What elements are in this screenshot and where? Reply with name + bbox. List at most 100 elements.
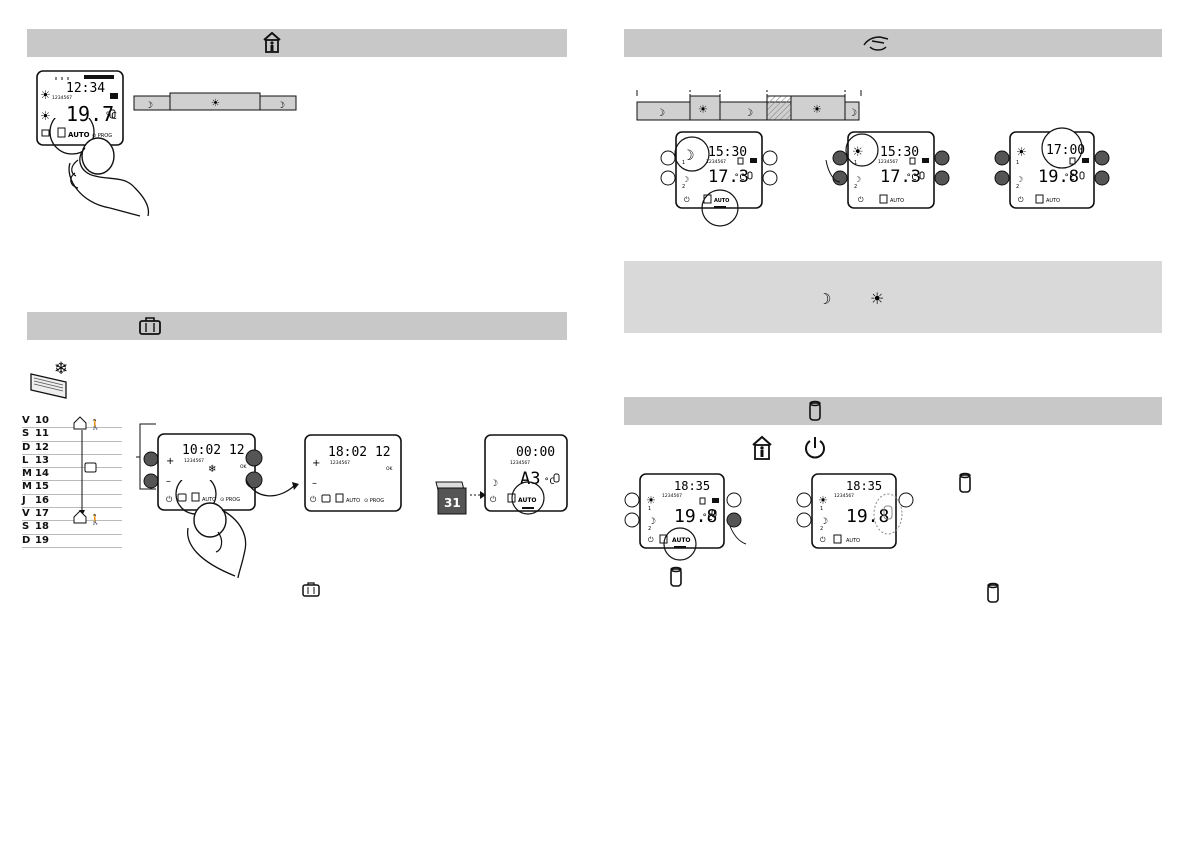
sun-icon: ☀ xyxy=(1016,145,1027,159)
svg-text:15:30: 15:30 xyxy=(708,145,747,160)
svg-text:⏻: ⏻ xyxy=(858,196,864,204)
svg-text:18:35: 18:35 xyxy=(846,479,882,493)
suitcase-icon xyxy=(302,582,320,597)
svg-text:1: 1 xyxy=(682,160,685,166)
manual-schedule-bar: ☽ ☀ ☽ ☀ ☽ xyxy=(636,90,862,121)
svg-text:⊙ PROG: ⊙ PROG xyxy=(364,498,384,504)
svg-text:31: 31 xyxy=(444,496,461,510)
svg-text:OK: OK xyxy=(386,466,394,472)
thermostat-display-manual-1: ☽ 15:30 1234567 17.3 °C ☽ 1 2 ⏻ AUTO xyxy=(660,131,778,227)
sun-icon: ☀ xyxy=(40,109,51,123)
mode-icons-row xyxy=(752,435,825,460)
person-returning-icon: 🚶 xyxy=(89,513,101,526)
moon-icon: ☽ xyxy=(490,479,498,489)
svg-text:17:00: 17:00 xyxy=(1046,143,1085,158)
svg-text:OK: OK xyxy=(240,464,248,470)
moon-icon: ☽ xyxy=(854,175,861,184)
svg-text:1234567: 1234567 xyxy=(878,159,898,165)
hand-turning-knob-illustration xyxy=(49,118,150,217)
thermostat-display-absence-1: 10:02 12 1234567 + – ❄ OK ⏻ AUTO ⊙ PROG xyxy=(143,433,263,511)
window-detector-icon xyxy=(987,582,999,603)
moon-icon: ☽ xyxy=(848,108,857,119)
svg-text:1234567: 1234567 xyxy=(510,460,530,466)
svg-text:⏻: ⏻ xyxy=(490,495,497,504)
calendar-day-icon: 31 xyxy=(435,481,467,515)
thermostat-display-window-2: 18:35 1234567 ☀ 1 ☽ 2 19.8 ⏻ AUTO xyxy=(796,473,914,549)
svg-text:17.3: 17.3 xyxy=(708,167,749,187)
svg-text:–: – xyxy=(312,478,317,489)
svg-text:19.8: 19.8 xyxy=(1038,167,1079,187)
svg-text:19.8: 19.8 xyxy=(674,506,717,527)
plus-button xyxy=(143,451,159,467)
svg-text:1234567: 1234567 xyxy=(834,493,854,499)
window-detector-icon xyxy=(959,472,971,493)
temperature-readout: 19.7 xyxy=(66,102,114,126)
note-box: ☽ ☀ xyxy=(624,261,1162,333)
svg-text:+: + xyxy=(312,458,320,469)
svg-text:1234567: 1234567 xyxy=(330,460,350,466)
thermostat-display-absence-3: 00:00 1234567 ☽ A3 °C ⏻ AUTO xyxy=(484,434,568,515)
svg-text:1234567: 1234567 xyxy=(662,493,682,499)
absence-period-overlay: 🚶 🚶 xyxy=(73,416,101,526)
arrow-right-icon xyxy=(470,491,486,499)
moon-icon: ☽ xyxy=(744,108,753,119)
moon-icon: ☽ xyxy=(818,290,831,308)
moon-icon: ☽ xyxy=(656,108,665,119)
svg-text:°C: °C xyxy=(544,477,555,487)
suitcase-icon xyxy=(139,317,161,335)
svg-text:°C: °C xyxy=(105,111,117,122)
svg-text:AUTO: AUTO xyxy=(846,538,860,544)
svg-text:AUTO: AUTO xyxy=(714,198,729,204)
svg-text:2: 2 xyxy=(682,184,685,190)
svg-text:⊙ PROG: ⊙ PROG xyxy=(92,133,112,139)
svg-text:AUTO: AUTO xyxy=(1046,198,1060,204)
svg-text:+: + xyxy=(166,456,174,467)
hand-icon xyxy=(863,36,889,51)
comfort-schedule-bar: ☽ ☀ ☽ xyxy=(133,92,297,111)
svg-text:⏻: ⏻ xyxy=(1018,196,1024,204)
svg-text:AUTO: AUTO xyxy=(672,537,691,544)
svg-text:AUTO: AUTO xyxy=(68,131,90,139)
time-readout: 12:34 xyxy=(66,81,105,96)
svg-text:1: 1 xyxy=(820,506,823,512)
window-detector-icon xyxy=(809,400,821,421)
svg-text:⏻: ⏻ xyxy=(166,495,173,504)
section-header-absence xyxy=(27,312,567,340)
svg-text:2: 2 xyxy=(1016,184,1019,190)
moon-icon: ☽ xyxy=(1016,175,1023,184)
svg-text:AUTO: AUTO xyxy=(202,497,216,503)
sun-icon: ☀ xyxy=(698,103,708,116)
svg-text:2: 2 xyxy=(854,184,857,190)
section-header-comfort xyxy=(27,29,567,57)
snowflake-icon: ❄ xyxy=(54,359,68,379)
svg-text:1234567: 1234567 xyxy=(52,95,72,101)
svg-text:–: – xyxy=(166,476,171,487)
thermostat-display-absence-2: 18:02 12 1234567 + – OK ⏻ AUTO ⊙ PROG xyxy=(304,434,402,512)
arrow-right-icon xyxy=(245,479,299,497)
thermostat-display-window-1: 18:35 1234567 ☀ 1 ☽ 2 19.8 °C ⏻ AUTO xyxy=(624,473,747,561)
svg-text:1: 1 xyxy=(1016,160,1019,166)
house-person-icon xyxy=(752,435,772,460)
snowflake-icon: ❄ xyxy=(208,464,216,475)
svg-text:A3: A3 xyxy=(520,469,540,489)
moon-icon: ☽ xyxy=(145,101,153,111)
sun-icon: ☀ xyxy=(211,98,220,109)
svg-text:17.3: 17.3 xyxy=(880,167,921,187)
sun-icon: ☀ xyxy=(812,103,822,116)
svg-text:2: 2 xyxy=(820,526,823,532)
svg-text:⊙ PROG: ⊙ PROG xyxy=(220,497,240,503)
moon-icon: ☽ xyxy=(648,517,656,527)
svg-text:00:00: 00:00 xyxy=(516,445,555,460)
svg-text:AUTO: AUTO xyxy=(346,498,360,504)
sun-icon: ☀ xyxy=(818,494,828,507)
svg-text:19.8: 19.8 xyxy=(846,506,889,527)
svg-text:1: 1 xyxy=(854,160,857,166)
svg-text:⏻: ⏻ xyxy=(684,196,690,204)
